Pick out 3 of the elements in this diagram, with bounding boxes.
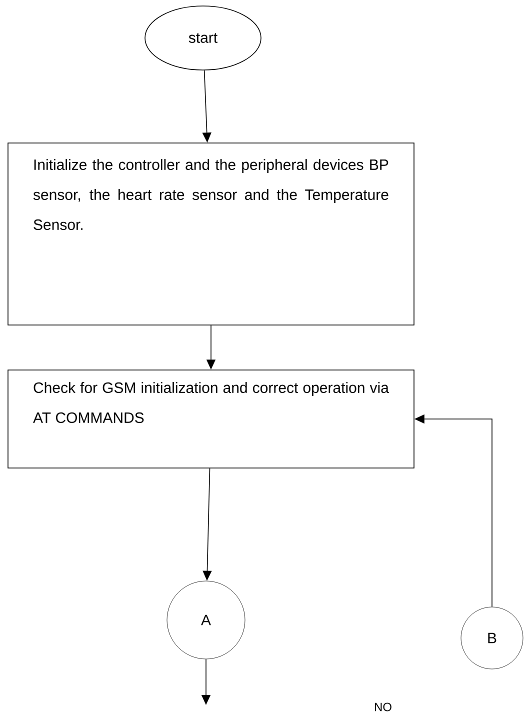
process-box: Initialize the controller and the peripheral devices BP sensor, the heart rate sensor and the Temperature Sensor. bbox=[8, 142, 414, 326]
process-box: Check for GSM initialization and correct operation via AT COMMANDS bbox=[8, 370, 414, 468]
branch-label: NO bbox=[374, 702, 392, 712]
